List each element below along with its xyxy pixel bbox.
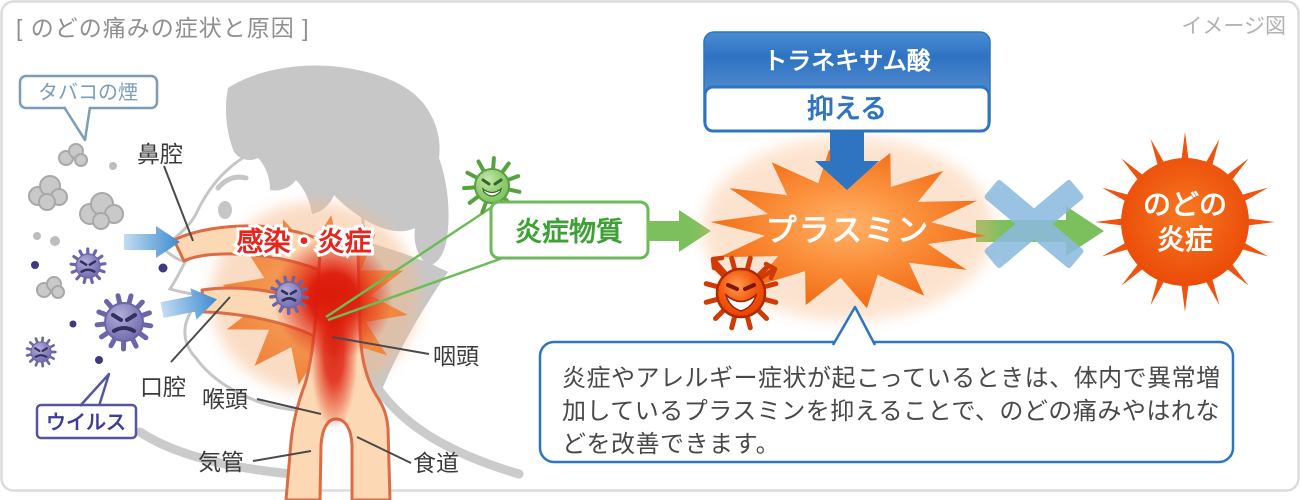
page-title: [ のどの痛みの症状と原因 ] — [16, 15, 310, 41]
drug-action-label: 抑える — [807, 94, 887, 124]
label-pharynx: 咽頭 — [433, 343, 479, 369]
drug-box: トラネキサム酸 抑える — [703, 31, 991, 133]
flow-arrow-green-left-icon — [647, 210, 711, 252]
anatomy-leader-lines — [163, 165, 430, 464]
shoulder-line-right — [374, 385, 524, 479]
blocked-x-icon — [984, 180, 1084, 268]
virus-purple-large-icon — [94, 293, 154, 352]
smoke-bubble-label: タバコの煙 — [38, 81, 138, 104]
throat-inflammation-label-1: のどの — [1143, 189, 1227, 220]
hair-silhouette — [226, 65, 449, 266]
virus-particles-icon — [31, 261, 168, 364]
person-head-illustration — [124, 65, 524, 500]
virus-red-icon — [703, 255, 779, 331]
label-esophagus: 食道 — [413, 450, 459, 476]
shoulder-line-left — [135, 427, 297, 479]
eyebrow — [215, 174, 249, 191]
virus-in-throat-icon — [269, 275, 309, 316]
smoke-bubble: タバコの煙 — [18, 74, 159, 142]
label-trachea: 気管 — [198, 449, 244, 475]
virus-purple-small-icon — [25, 336, 57, 368]
image-note: イメージ図 — [1181, 15, 1286, 38]
throat-inflammation-sun: のどの 炎症 — [1095, 132, 1275, 312]
inhale-arrow-nose-icon — [124, 226, 180, 258]
smoke-clouds-icon — [28, 143, 124, 299]
label-oral-cavity: 口腔 — [140, 374, 186, 400]
inflammation-pointer-lines — [325, 205, 515, 322]
label-infection: 感染・炎症 — [237, 226, 372, 257]
description-bubble: 炎症やアレルギー症状が起こっているときは、体内で異常増 加しているプラスミンを抑… — [538, 305, 1235, 464]
suppress-arrow-down-icon — [815, 131, 879, 190]
throat-inflammation-label-2: 炎症 — [1157, 224, 1213, 255]
label-larynx: 喉頭 — [202, 386, 248, 412]
description-line-3: どを改善できます。 — [562, 431, 780, 458]
virus-bubble-label: ウイルス — [46, 411, 126, 434]
inflammation-red-trail — [310, 274, 358, 430]
inflammatory-substance-label: 炎症物質 — [515, 217, 623, 247]
description-line-1: 炎症やアレルギー症状が起こっているときは、体内で異常増 — [562, 365, 1221, 392]
label-nasal-cavity: 鼻腔 — [137, 141, 183, 167]
plasmin-starburst — [710, 149, 986, 309]
closed-eye — [218, 201, 232, 219]
plasmin-label: プラスミン — [766, 213, 930, 248]
drug-name-label: トラネキサム酸 — [763, 48, 932, 75]
virus-purple-medium-icon — [69, 247, 107, 285]
inflammatory-substance-box: 炎症物質 — [489, 200, 650, 260]
virus-bubble: ウイルス — [35, 372, 138, 440]
description-line-2: 加しているプラスミンを抑えることで、のどの痛みやはれな — [562, 398, 1220, 425]
inhale-arrow-mouth-icon — [160, 288, 217, 320]
